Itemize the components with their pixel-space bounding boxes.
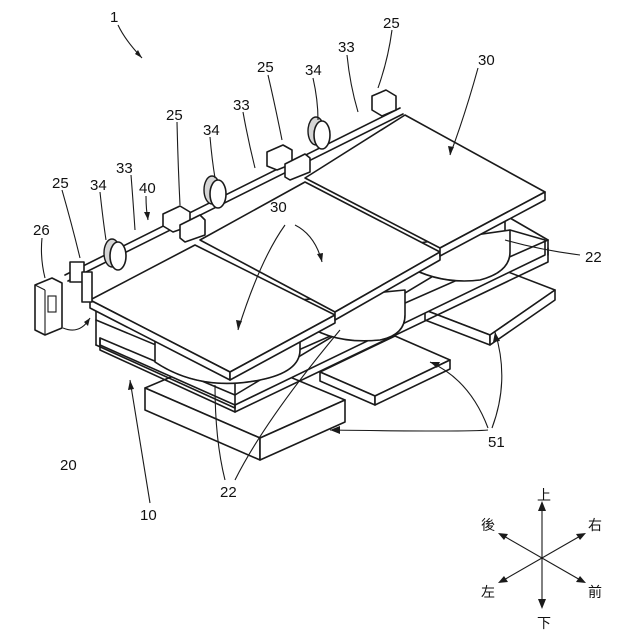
label-1: 1 xyxy=(110,9,118,26)
label-34-a: 34 xyxy=(305,62,322,79)
label-33-b: 33 xyxy=(233,97,250,114)
label-25-c: 25 xyxy=(166,107,183,124)
controller-box xyxy=(35,278,62,335)
cam-left xyxy=(104,239,126,270)
bracket-end-left xyxy=(70,262,92,302)
label-26: 26 xyxy=(33,222,50,239)
label-25-d: 25 xyxy=(52,175,69,192)
dir-back: 後 xyxy=(481,518,495,534)
bracket-3 xyxy=(267,145,310,180)
label-30-a: 30 xyxy=(478,52,495,69)
label-10: 10 xyxy=(140,507,157,524)
dir-right: 右 xyxy=(588,518,602,534)
dir-left: 左 xyxy=(481,585,495,601)
label-34-b: 34 xyxy=(203,122,220,139)
bracket-2 xyxy=(163,206,205,242)
label-33-c: 33 xyxy=(116,160,133,177)
label-22-a: 22 xyxy=(585,249,602,266)
label-51: 51 xyxy=(488,434,505,451)
dir-up: 上 xyxy=(537,488,551,504)
label-20: 20 xyxy=(60,457,77,474)
label-34-c: 34 xyxy=(90,177,107,194)
dir-down: 下 xyxy=(537,616,551,632)
label-33-a: 33 xyxy=(338,39,355,56)
bracket-end-right xyxy=(372,90,396,116)
label-22-b: 22 xyxy=(220,484,237,501)
label-30-b: 30 xyxy=(270,199,287,216)
direction-compass: 上 下 後 前 左 右 xyxy=(481,488,602,632)
cam-right xyxy=(308,117,330,149)
label-25-a: 25 xyxy=(383,15,400,32)
label-25-b: 25 xyxy=(257,59,274,76)
dir-front: 前 xyxy=(588,584,602,601)
label-40: 40 xyxy=(139,180,156,197)
